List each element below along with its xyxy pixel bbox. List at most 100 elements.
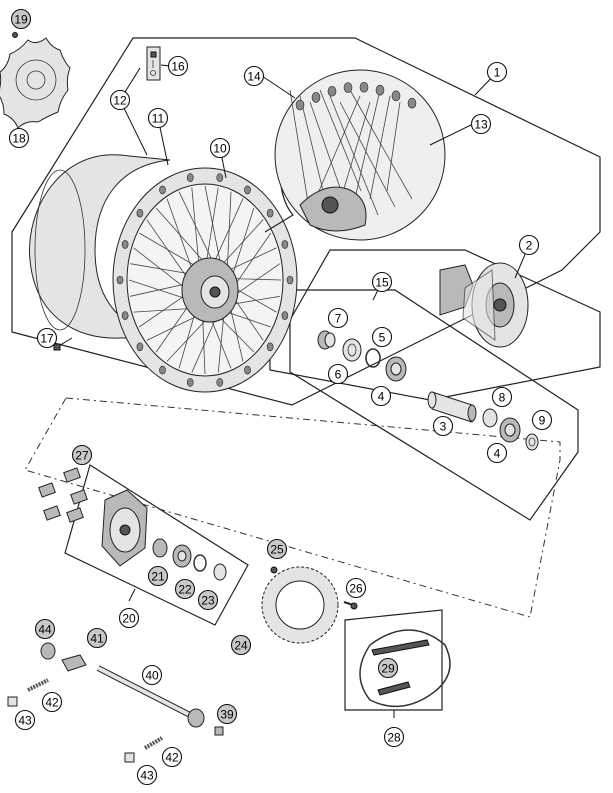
callout-circle <box>86 627 108 649</box>
callout-number: 17 <box>40 332 54 346</box>
callout-circle <box>167 55 189 77</box>
callout-circle <box>486 442 508 464</box>
callout-circle <box>141 664 163 686</box>
axle-screw <box>214 726 224 736</box>
wheel-assembly-outline <box>11 37 601 406</box>
callout-c8: 8 <box>491 386 513 408</box>
callout-circle <box>71 444 93 466</box>
callout-circle <box>147 565 169 587</box>
callout-number: 29 <box>381 662 395 676</box>
callout-c42a: 42 <box>41 691 63 713</box>
callout-circle <box>8 127 30 149</box>
callout-number: 14 <box>247 70 261 84</box>
callout-c42b: 42 <box>161 746 183 768</box>
callout-labels: 1234456789101112131415161718192021222324… <box>8 8 553 786</box>
chain-adjuster-left <box>61 654 87 672</box>
adjuster-screw-left <box>27 678 49 692</box>
callout-c21: 21 <box>147 565 169 587</box>
callout-c16: 16 <box>167 55 189 77</box>
callout-circle <box>10 8 32 30</box>
callout-circle <box>470 113 492 135</box>
sprocket-carrier-outline <box>64 464 249 626</box>
callout-number: 25 <box>270 543 284 557</box>
callout-number: 8 <box>499 391 506 405</box>
callout-number: 41 <box>90 632 104 646</box>
callout-number: 43 <box>18 714 32 728</box>
circlip-5 <box>365 348 381 368</box>
callout-number: 39 <box>220 708 234 722</box>
callout-c1: 1 <box>486 61 508 83</box>
spoke-detail-magnifier <box>264 69 446 241</box>
callout-circle <box>14 709 36 731</box>
callout-number: 13 <box>474 118 488 132</box>
callout-number: 18 <box>12 132 26 146</box>
callout-c5: 5 <box>371 326 393 348</box>
callout-number: 23 <box>201 594 215 608</box>
callout-circle <box>370 385 392 407</box>
callout-circle <box>432 415 454 437</box>
callout-c26: 26 <box>345 577 367 599</box>
callout-c17: 17 <box>36 327 58 349</box>
bearing-4-right <box>499 417 521 443</box>
distance-sleeve-3 <box>427 391 477 423</box>
callout-c6: 6 <box>327 363 349 385</box>
callout-number: 6 <box>335 368 342 382</box>
damper-rubbers <box>38 467 88 523</box>
callout-circle <box>174 578 196 600</box>
callout-number: 20 <box>122 612 136 626</box>
callout-number: 3 <box>440 420 447 434</box>
callout-circle <box>486 61 508 83</box>
callout-circle <box>383 726 405 748</box>
callout-c2: 2 <box>518 234 540 256</box>
callout-c20: 20 <box>118 607 140 629</box>
callout-circle <box>136 764 158 786</box>
bearing-set-outline <box>289 289 579 521</box>
callout-circle <box>377 657 399 679</box>
callout-number: 40 <box>145 669 159 683</box>
callout-c24: 24 <box>230 634 252 656</box>
callout-c29: 29 <box>377 657 399 679</box>
sprocket <box>261 566 339 644</box>
callout-circle <box>371 271 393 293</box>
callout-circle <box>36 327 58 349</box>
callout-c43b: 43 <box>136 764 158 786</box>
callout-c15: 15 <box>371 271 393 293</box>
rear-wheel <box>29 154 298 393</box>
valve-screw <box>53 337 73 351</box>
bearing-parts <box>317 330 539 451</box>
callout-number: 22 <box>178 583 192 597</box>
sprocket-nut <box>270 566 278 574</box>
callout-circle <box>230 634 252 656</box>
adjuster-nut-right <box>124 752 135 763</box>
adjuster-nut-left <box>7 696 18 707</box>
callout-c27: 27 <box>71 444 93 466</box>
group-outlines <box>11 37 601 711</box>
callout-number: 42 <box>165 751 179 765</box>
callout-c40: 40 <box>141 664 163 686</box>
dashed-subassembly-outline <box>24 397 561 618</box>
sprocket-screw <box>343 601 358 610</box>
brake-disc <box>0 37 71 129</box>
callout-number: 43 <box>140 769 154 783</box>
callout-number: 15 <box>375 276 389 290</box>
callout-c19: 19 <box>10 8 32 30</box>
callout-circle <box>371 326 393 348</box>
callout-c9: 9 <box>531 409 553 431</box>
callout-circle <box>147 107 169 129</box>
callout-c18: 18 <box>8 127 30 149</box>
callout-circle <box>518 234 540 256</box>
callout-number: 28 <box>387 731 401 745</box>
callout-c4a: 4 <box>370 385 392 407</box>
callout-c13: 13 <box>470 113 492 135</box>
bearing-4-left <box>385 356 407 382</box>
callout-circle <box>216 703 238 725</box>
chain-box-outline <box>344 609 443 711</box>
callout-c11: 11 <box>147 107 169 129</box>
callout-number: 9 <box>539 414 546 428</box>
callout-number: 26 <box>349 582 363 596</box>
callout-number: 27 <box>75 449 89 463</box>
callout-c4b: 4 <box>486 442 508 464</box>
callout-number: 1 <box>494 66 501 80</box>
callout-number: 7 <box>335 312 342 326</box>
